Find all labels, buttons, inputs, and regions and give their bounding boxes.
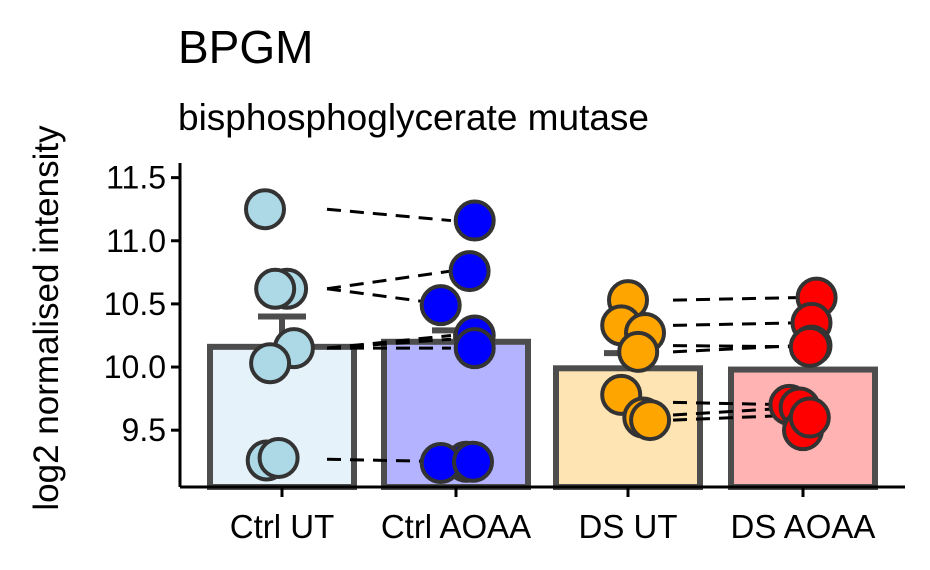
pair-line	[672, 321, 799, 327]
pair-line	[672, 296, 799, 302]
data-point	[249, 342, 292, 385]
y-tick-label: 10.5	[104, 286, 166, 322]
data-point	[788, 396, 831, 439]
pair-line	[326, 337, 452, 350]
data-point	[254, 267, 297, 310]
chart-subtitle: bisphosphoglycerate mutase	[178, 97, 649, 138]
y-tick-label: 11.0	[106, 223, 166, 259]
y-axis-label: log2 normalised intensity	[27, 125, 66, 511]
chart-title: BPGM	[178, 21, 313, 73]
data-point	[244, 188, 286, 231]
pair-line	[672, 344, 799, 349]
data-point	[257, 436, 300, 479]
data-point	[453, 327, 496, 370]
data-point	[419, 284, 462, 327]
data-point	[629, 399, 672, 442]
x-tick-label: DS AOAA	[731, 508, 876, 545]
x-tick-label: Ctrl UT	[230, 508, 334, 545]
data-point	[453, 199, 496, 242]
data-point	[452, 440, 494, 483]
y-tick-label: 10.0	[104, 349, 166, 385]
pair-line	[326, 207, 452, 223]
pair-line	[672, 344, 799, 354]
data-point	[788, 325, 831, 368]
y-tick-label: 9.5	[122, 412, 166, 448]
points-layer	[244, 188, 838, 485]
y-tick-label: 11.5	[106, 160, 166, 196]
pair-line	[326, 269, 452, 291]
data-point	[617, 330, 660, 373]
x-tick-label: DS UT	[579, 508, 678, 545]
data-point	[448, 250, 491, 293]
x-tick-label: Ctrl AOAA	[381, 508, 531, 545]
pair-line	[326, 333, 452, 350]
